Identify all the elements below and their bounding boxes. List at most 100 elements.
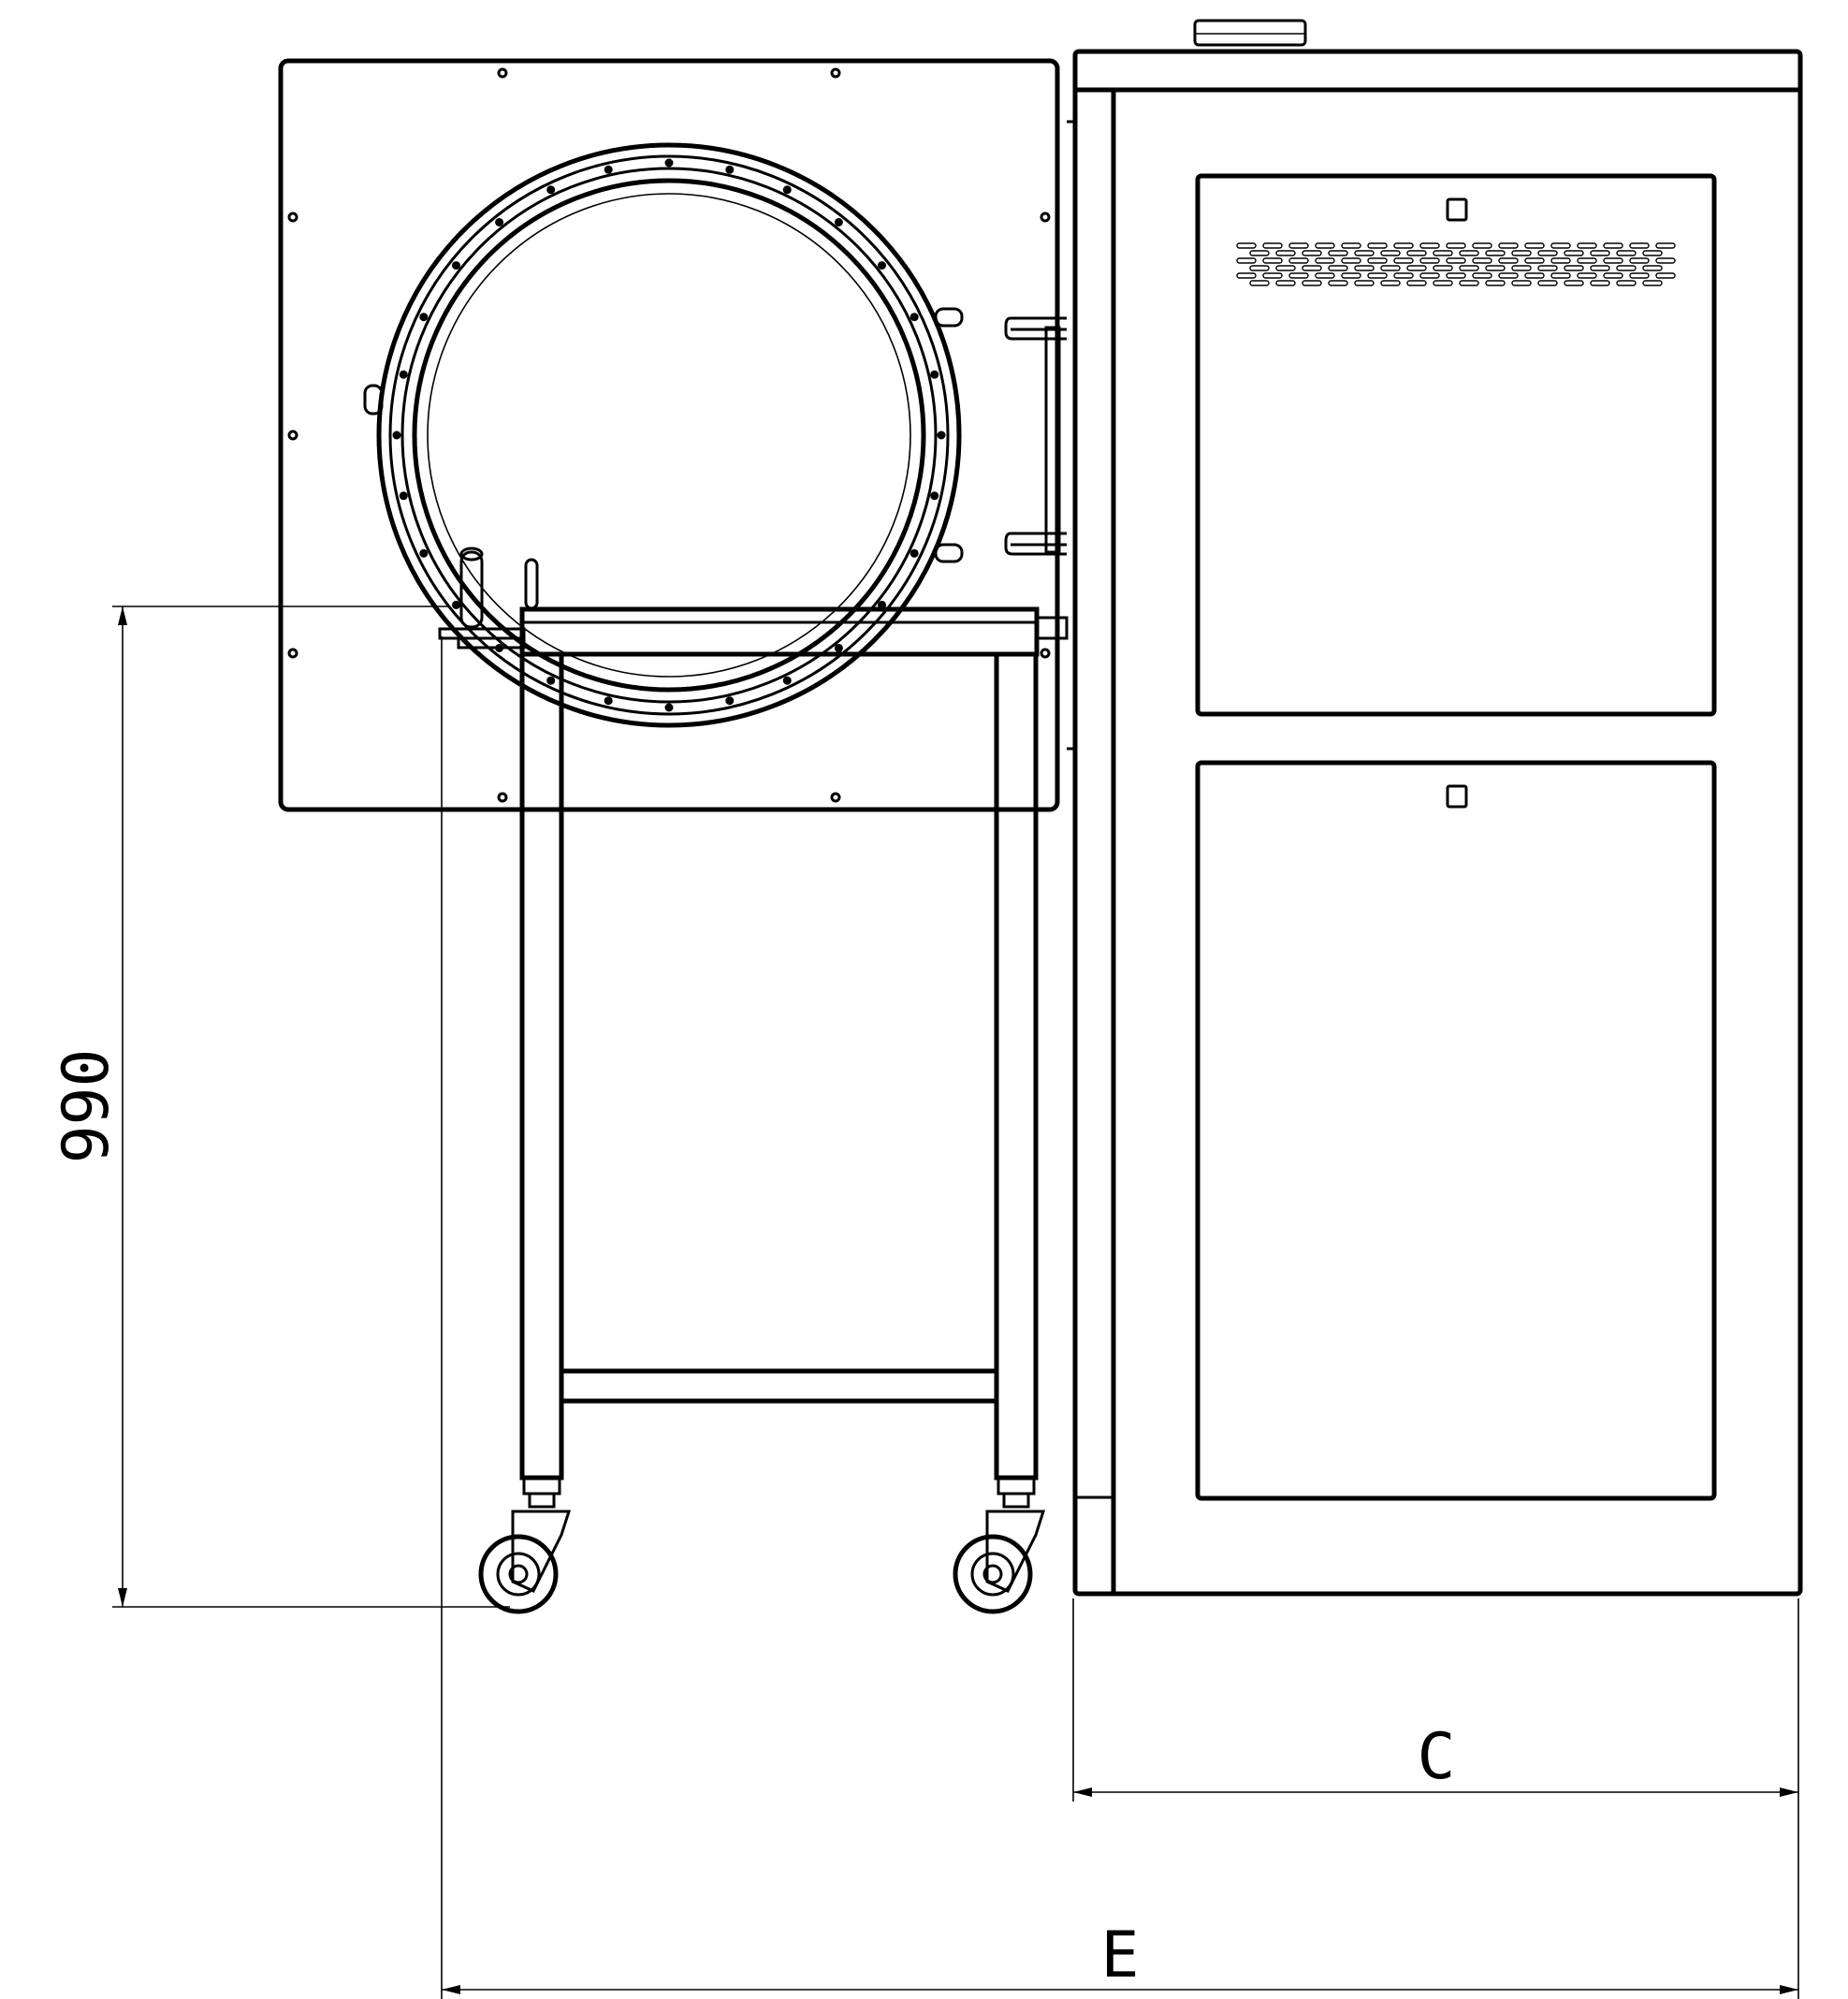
- vent-slot: [1393, 242, 1414, 249]
- vent-slot: [1472, 257, 1492, 264]
- vent-slot: [1629, 272, 1650, 279]
- vent-slot: [1603, 257, 1623, 264]
- vent-slot: [1249, 250, 1270, 256]
- porthole-bolt: [419, 313, 429, 322]
- porthole-bolt: [546, 676, 556, 685]
- vent-slot: [1524, 272, 1545, 279]
- vent-slot: [1315, 242, 1335, 249]
- vent-slot: [1616, 250, 1637, 256]
- vent-slot: [1550, 242, 1571, 249]
- trolley-leg-right: [994, 651, 1039, 1481]
- vent-slot: [1354, 280, 1375, 286]
- porthole-bolt: [930, 370, 939, 379]
- autoclave-cabinet: [1067, 19, 1803, 1597]
- vent-slot: [1262, 272, 1283, 279]
- vent-slot: [1249, 265, 1270, 271]
- vent-slot: [1629, 242, 1650, 249]
- vent-slot: [1485, 265, 1506, 271]
- vent-slot: [1590, 265, 1610, 271]
- door-hinges: [1004, 316, 1067, 556]
- vent-slot: [1524, 242, 1545, 249]
- vent-slot: [1511, 280, 1532, 286]
- porthole-bolt: [495, 218, 504, 226]
- vent-slot: [1328, 265, 1348, 271]
- vent-slot: [1537, 265, 1558, 271]
- vent-slot: [1642, 280, 1663, 286]
- vent-slot: [1446, 242, 1466, 249]
- vent-slot: [1616, 280, 1637, 286]
- vent-slot: [1302, 265, 1322, 271]
- vent-slot: [1302, 280, 1322, 286]
- vent-slot: [1603, 242, 1623, 249]
- vent-slot: [1380, 280, 1401, 286]
- vent-slot: [1367, 242, 1388, 249]
- porthole-bolt: [782, 676, 792, 685]
- porthole-bolt: [725, 696, 735, 706]
- porthole-bolt: [834, 644, 843, 652]
- vent-slot: [1511, 250, 1532, 256]
- porthole-bolt: [452, 261, 460, 270]
- vent-slot: [1354, 265, 1375, 271]
- porthole-bolt: [392, 430, 401, 440]
- vent-slot: [1550, 272, 1571, 279]
- trolley-cross-bar: [559, 1368, 999, 1404]
- vent-slot: [1590, 250, 1610, 256]
- vent-slot: [1603, 272, 1623, 279]
- vent-slot: [1262, 242, 1283, 249]
- dimension-width-c-label: C: [1418, 1720, 1456, 1794]
- open-door: [278, 58, 1067, 812]
- porthole-bolt: [664, 158, 674, 168]
- porthole-bolt: [399, 370, 408, 379]
- vent-slot: [1302, 250, 1322, 256]
- vent-slot: [1236, 257, 1257, 264]
- vent-slot: [1315, 257, 1335, 264]
- vent-slot: [1511, 265, 1532, 271]
- vent-slot: [1433, 280, 1453, 286]
- vent-slot: [1459, 250, 1479, 256]
- vent-slot: [1655, 257, 1676, 264]
- vent-slot: [1406, 280, 1427, 286]
- vent-slot: [1433, 250, 1453, 256]
- vent-slot: [1406, 250, 1427, 256]
- vent-slot: [1288, 257, 1309, 264]
- vent-slot: [1249, 280, 1270, 286]
- vent-slot: [1642, 265, 1663, 271]
- vent-slot: [1642, 250, 1663, 256]
- vent-slot: [1406, 265, 1427, 271]
- vent-slot: [1485, 250, 1506, 256]
- lower-panel-lock-icon: [1446, 784, 1468, 809]
- vent-slot: [1459, 265, 1479, 271]
- dimension-width-e-label: E: [1101, 1919, 1140, 1992]
- porthole-bolt: [782, 185, 792, 195]
- vent-slot: [1446, 257, 1466, 264]
- vent-slot: [1236, 242, 1257, 249]
- porthole-bolt: [604, 696, 613, 706]
- vent-slot: [1367, 257, 1388, 264]
- vent-slot: [1419, 272, 1440, 279]
- vent-slot: [1655, 272, 1676, 279]
- vent-slot: [1446, 272, 1466, 279]
- vent-slot: [1367, 272, 1388, 279]
- porthole-bolt: [452, 600, 460, 609]
- trolley-top-tray: [519, 606, 1040, 657]
- vent-slot: [1564, 280, 1584, 286]
- vent-slot: [1393, 257, 1414, 264]
- vent-slot: [1433, 265, 1453, 271]
- dimension-width-c: C: [1072, 1598, 1799, 1802]
- porthole-bolt: [419, 548, 429, 558]
- vent-slot: [1537, 250, 1558, 256]
- vent-slot: [1564, 265, 1584, 271]
- porthole-bolt: [399, 491, 408, 501]
- upper-service-panel: [1195, 173, 1717, 717]
- porthole-bolt: [930, 491, 939, 501]
- vent-slot: [1288, 272, 1309, 279]
- porthole-bolts: [392, 158, 946, 712]
- porthole-bolt: [834, 218, 843, 226]
- vent-slot: [1393, 272, 1414, 279]
- porthole-bolt: [878, 261, 886, 270]
- vent-slot: [1629, 257, 1650, 264]
- vent-slot: [1341, 272, 1361, 279]
- vent-slot: [1380, 250, 1401, 256]
- trolley-caster-left: [478, 1477, 572, 1614]
